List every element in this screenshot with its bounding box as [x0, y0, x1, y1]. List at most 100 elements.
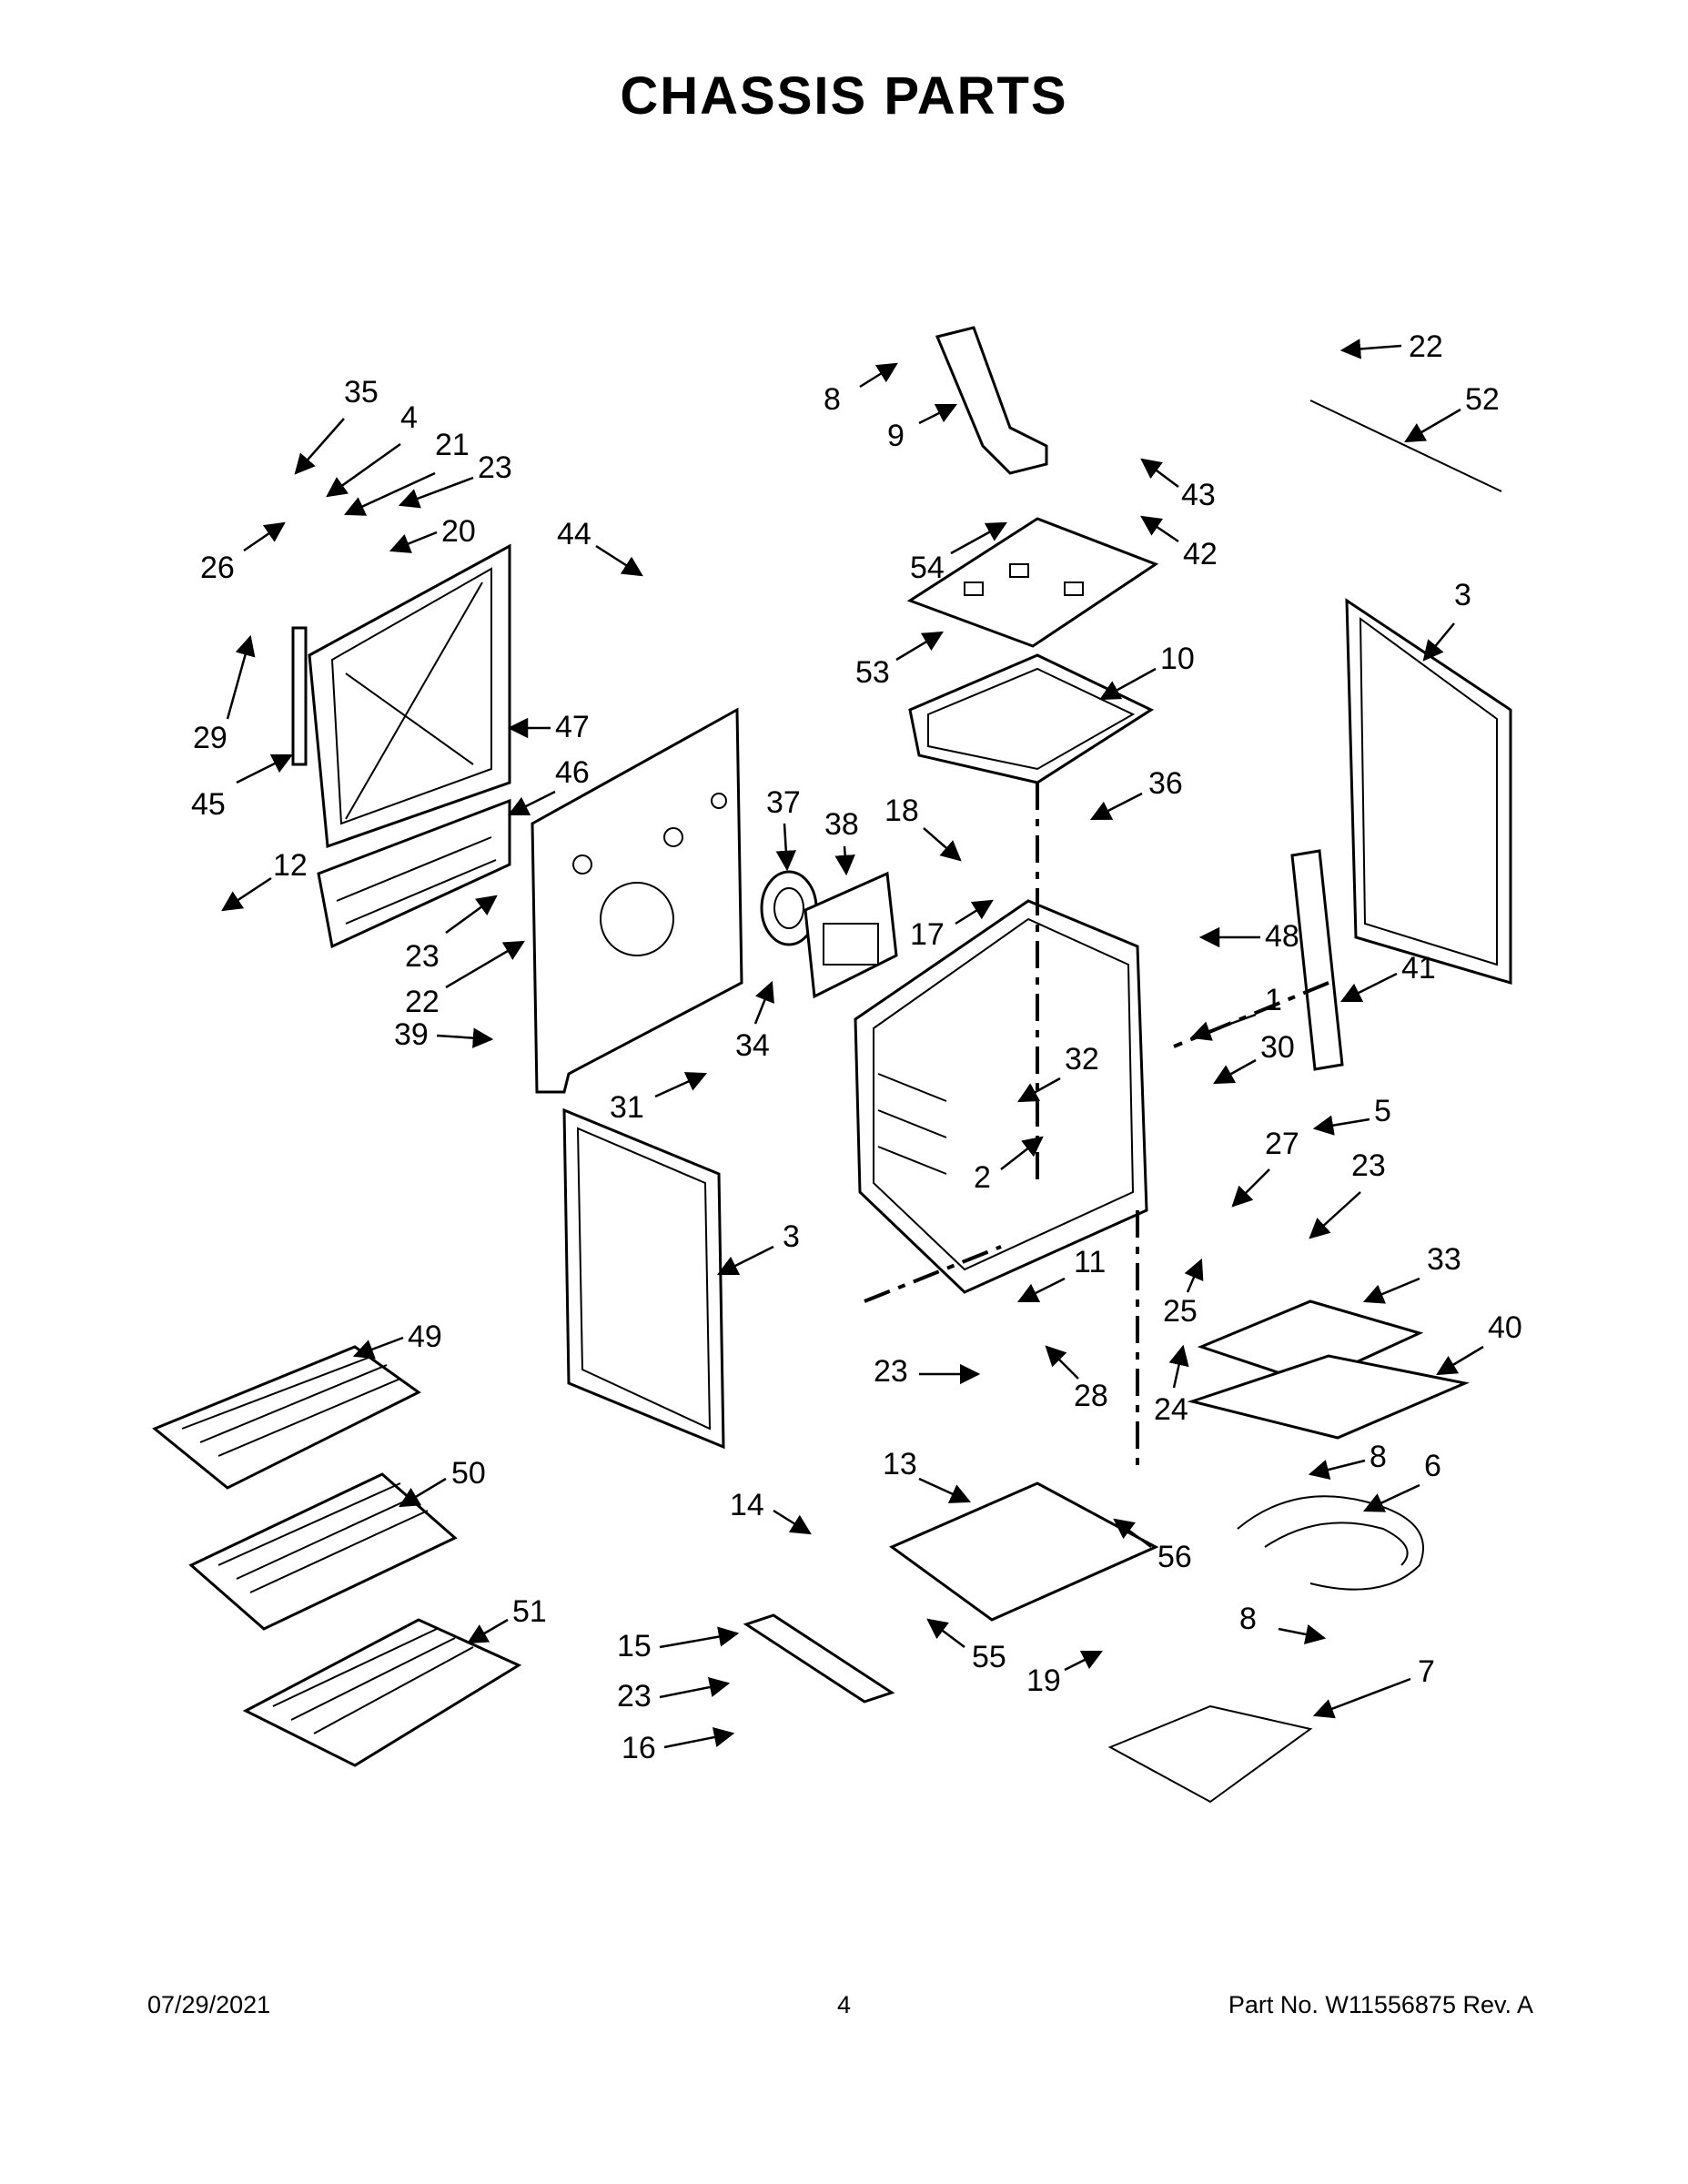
- svg-text:4: 4: [400, 400, 418, 435]
- drawer-slide: [743, 1613, 895, 1704]
- svg-text:55: 55: [972, 1640, 1006, 1674]
- svg-text:51: 51: [512, 1594, 547, 1629]
- svg-text:41: 41: [1401, 951, 1436, 986]
- svg-text:11: 11: [1074, 1245, 1106, 1279]
- cooktop-tray: [908, 653, 1155, 784]
- svg-text:49: 49: [408, 1320, 442, 1354]
- drawer-support: [889, 1481, 1159, 1622]
- callout-16: 16: [622, 1726, 735, 1765]
- callout-8-top: 8: [824, 362, 898, 417]
- svg-text:28: 28: [1074, 1379, 1108, 1413]
- svg-text:42: 42: [1183, 537, 1218, 571]
- svg-text:43: 43: [1181, 478, 1216, 512]
- svg-text:22: 22: [405, 985, 440, 1019]
- callout-14: 14: [730, 1488, 812, 1535]
- svg-text:34: 34: [735, 1028, 770, 1063]
- svg-text:38: 38: [824, 807, 859, 842]
- rear-panel: [531, 707, 743, 1094]
- oven-rack-middle: [188, 1472, 458, 1631]
- callout-22-left: 22: [405, 940, 525, 1019]
- svg-text:44: 44: [557, 517, 591, 551]
- callout-24: 24: [1154, 1344, 1189, 1427]
- svg-text:8: 8: [824, 382, 841, 417]
- svg-text:52: 52: [1465, 382, 1500, 417]
- callout-23-top-left: 23: [398, 450, 512, 509]
- callout-17: 17: [910, 899, 994, 952]
- callout-35: 35: [294, 375, 379, 475]
- callout-45: 45: [191, 753, 294, 822]
- svg-text:54: 54: [910, 551, 945, 585]
- callout-53: 53: [855, 631, 944, 690]
- svg-text:29: 29: [193, 721, 227, 755]
- svg-text:23: 23: [1351, 1148, 1386, 1183]
- svg-text:5: 5: [1374, 1094, 1391, 1128]
- callout-12: 12: [221, 848, 308, 912]
- svg-text:18: 18: [884, 794, 919, 828]
- svg-text:8: 8: [1239, 1602, 1257, 1636]
- callout-19: 19: [1026, 1650, 1104, 1698]
- callout-30: 30: [1213, 1030, 1295, 1085]
- callout-26: 26: [200, 521, 286, 585]
- callout-22-top-right: 22: [1339, 329, 1443, 364]
- svg-text:12: 12: [273, 848, 308, 883]
- fan-cover: [804, 871, 898, 999]
- callout-20: 20: [389, 514, 476, 553]
- callout-8-right: 8: [1308, 1440, 1387, 1481]
- callout-2: 2: [974, 1136, 1044, 1195]
- svg-text:40: 40: [1488, 1310, 1522, 1345]
- svg-text:50: 50: [451, 1456, 486, 1491]
- callout-18: 18: [884, 794, 962, 862]
- svg-text:35: 35: [344, 375, 379, 410]
- callout-7: 7: [1312, 1654, 1435, 1719]
- front-trim-bar: [317, 798, 511, 949]
- wire-harness: [1309, 399, 1502, 492]
- vent-duct: [935, 326, 1048, 475]
- footer-date: 07/29/2021: [147, 1991, 271, 2018]
- callout-1: 1: [1189, 983, 1282, 1041]
- callout-4: 4: [326, 400, 418, 498]
- svg-text:14: 14: [730, 1488, 764, 1522]
- svg-text:21: 21: [435, 428, 470, 462]
- oven-rack-upper: [152, 1345, 421, 1490]
- callout-29: 29: [193, 634, 256, 755]
- callout-33: 33: [1362, 1242, 1461, 1304]
- broil-pan: [1197, 1299, 1424, 1385]
- callout-6: 6: [1362, 1449, 1441, 1512]
- callout-9: 9: [887, 403, 958, 453]
- control-panel-bracket: [906, 517, 1159, 648]
- callout-3-left: 3: [716, 1219, 800, 1276]
- svg-text:39: 39: [394, 1017, 429, 1052]
- callout-46: 46: [507, 755, 590, 816]
- oven-rack-lower: [242, 1618, 522, 1767]
- svg-text:23: 23: [874, 1354, 908, 1389]
- callout-31: 31: [610, 1072, 708, 1125]
- callout-50: 50: [399, 1456, 486, 1508]
- svg-text:20: 20: [441, 514, 476, 549]
- oven-cavity: [854, 899, 1148, 1294]
- side-panel-left: [562, 1107, 725, 1450]
- svg-text:37: 37: [766, 785, 801, 820]
- callout-23-left: 23: [405, 895, 498, 974]
- callout-23-bottom-left: 23: [617, 1676, 731, 1714]
- convection-fan: [760, 870, 818, 946]
- svg-text:32: 32: [1065, 1042, 1099, 1077]
- svg-text:24: 24: [1154, 1392, 1188, 1427]
- callout-15: 15: [617, 1626, 740, 1663]
- callout-34: 34: [735, 980, 774, 1063]
- callout-38: 38: [824, 807, 859, 876]
- svg-text:6: 6: [1424, 1449, 1441, 1483]
- svg-text:9: 9: [887, 419, 905, 453]
- callout-32: 32: [1017, 1042, 1099, 1103]
- svg-text:3: 3: [1454, 578, 1471, 612]
- svg-text:10: 10: [1160, 642, 1195, 676]
- callout-13: 13: [883, 1447, 972, 1503]
- svg-text:48: 48: [1265, 919, 1299, 954]
- callout-48: 48: [1198, 919, 1299, 954]
- callout-43: 43: [1140, 458, 1216, 512]
- callout-54: 54: [910, 521, 1007, 585]
- svg-text:23: 23: [405, 939, 440, 974]
- callout-49: 49: [352, 1320, 442, 1360]
- svg-text:25: 25: [1163, 1294, 1198, 1329]
- svg-text:15: 15: [617, 1629, 652, 1663]
- callout-11: 11: [1016, 1245, 1106, 1303]
